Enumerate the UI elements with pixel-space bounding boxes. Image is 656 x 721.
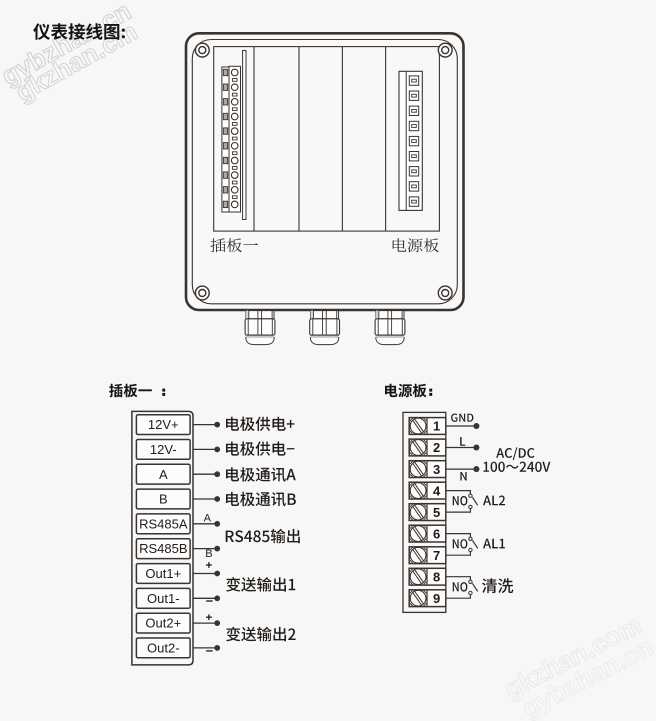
- svg-text:Out2+: Out2+: [145, 616, 181, 631]
- svg-text:RS485A: RS485A: [139, 516, 188, 531]
- svg-text:B: B: [159, 492, 168, 507]
- svg-text:6: 6: [433, 526, 440, 541]
- svg-text:5: 5: [433, 505, 440, 520]
- svg-text:A: A: [159, 467, 168, 482]
- svg-text:8: 8: [433, 569, 440, 584]
- svg-text:A: A: [204, 513, 212, 525]
- svg-text:2: 2: [433, 440, 440, 455]
- svg-text:12V-: 12V-: [150, 442, 177, 457]
- svg-text:Out2-: Out2-: [147, 641, 180, 656]
- svg-text:RS485B: RS485B: [139, 541, 187, 556]
- svg-text:7: 7: [433, 548, 440, 563]
- svg-text:12V+: 12V+: [148, 417, 179, 432]
- svg-text:B: B: [205, 548, 212, 560]
- svg-text:3: 3: [433, 462, 440, 477]
- svg-text:Out1+: Out1+: [145, 566, 181, 581]
- svg-text:Out1-: Out1-: [147, 591, 180, 606]
- svg-text:9: 9: [433, 591, 440, 606]
- svg-text:1: 1: [433, 419, 440, 434]
- svg-text:4: 4: [433, 483, 441, 498]
